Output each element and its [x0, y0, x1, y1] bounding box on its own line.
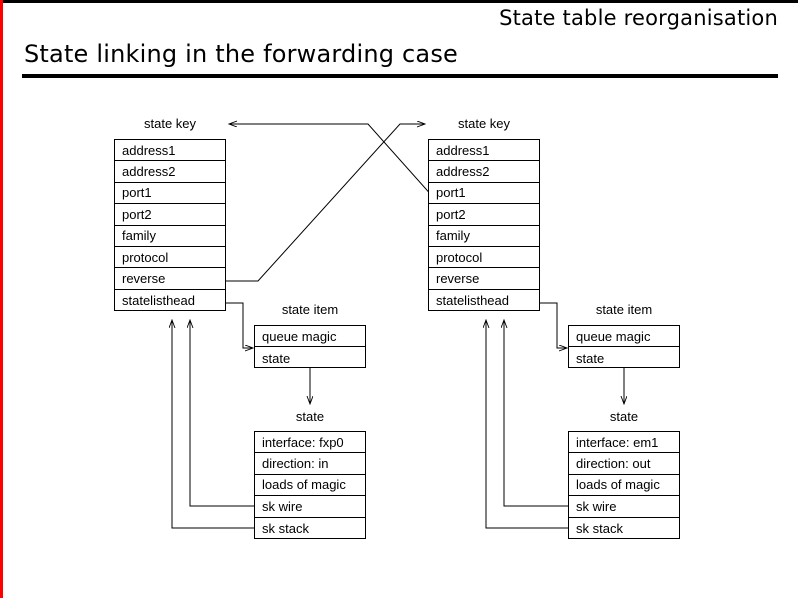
table-row: sk stack	[576, 520, 623, 536]
wire-right-skwire-back	[504, 320, 569, 507]
title-underline-rule	[22, 74, 778, 78]
left-state-key-label: state key	[143, 116, 197, 131]
table-row: reverse	[115, 268, 225, 290]
page-title: State linking in the forwarding case	[24, 40, 458, 68]
table-row: reverse	[429, 268, 539, 290]
left-state-item-struct: queue magic state	[254, 325, 366, 368]
table-row: protocol	[429, 247, 539, 269]
table-row: queue magic	[255, 326, 365, 348]
table-row: port1	[429, 183, 539, 205]
table-row: interface: em1	[569, 432, 679, 454]
table-row: address2	[429, 161, 539, 183]
right-state-label: state	[609, 409, 639, 424]
left-state-item-label: state item	[281, 302, 339, 317]
table-row: port2	[429, 204, 539, 226]
table-row: family	[115, 226, 225, 247]
table-row: interface: fxp0	[255, 432, 365, 454]
right-state-struct: interface: em1 direction: out loads of m…	[568, 431, 680, 539]
table-row: queue magic	[569, 326, 679, 348]
table-row: direction: out	[569, 453, 679, 475]
slide-left-accent-rule	[0, 0, 3, 598]
table-row: port1	[115, 183, 225, 205]
right-state-item-struct: queue magic state	[568, 325, 680, 368]
table-row: direction: in	[255, 453, 365, 475]
right-state-item-label: state item	[595, 302, 653, 317]
left-state-label: state	[295, 409, 325, 424]
wire-left-reverse-to-right-key	[226, 124, 425, 282]
wire-left-skwire-back	[190, 320, 255, 507]
right-state-key-label: state key	[457, 116, 511, 131]
table-row: statelisthead	[436, 292, 509, 308]
table-row: port2	[115, 204, 225, 226]
left-state-key-struct: address1 address2 port1 port2 family pro…	[114, 139, 226, 311]
table-row: statelisthead	[122, 292, 195, 308]
table-row: family	[429, 226, 539, 247]
slide-kicker: State table reorganisation	[499, 6, 778, 30]
table-row: state	[576, 350, 605, 366]
wire-right-skstack-back	[486, 320, 569, 529]
table-row: sk wire	[255, 496, 365, 518]
slide-top-rule	[0, 0, 798, 3]
wire-right-statelisthead-to-item	[540, 302, 567, 348]
table-row: address1	[429, 140, 539, 162]
table-row: loads of magic	[255, 475, 365, 497]
table-row: state	[262, 350, 291, 366]
table-row: protocol	[115, 247, 225, 269]
table-row: sk wire	[569, 496, 679, 518]
left-state-struct: interface: fxp0 direction: in loads of m…	[254, 431, 366, 539]
table-row: address1	[115, 140, 225, 162]
table-row: address2	[115, 161, 225, 183]
wire-left-skstack-back	[172, 320, 255, 529]
table-row: sk stack	[262, 520, 309, 536]
right-state-key-struct: address1 address2 port1 port2 family pro…	[428, 139, 540, 311]
table-row: loads of magic	[569, 475, 679, 497]
wire-left-statelisthead-to-item	[226, 302, 253, 348]
